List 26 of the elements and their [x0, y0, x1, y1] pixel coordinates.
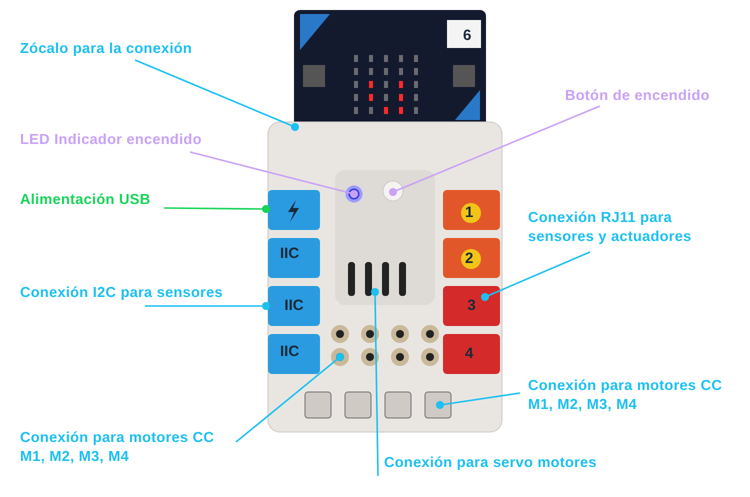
port-button: IIC	[268, 286, 320, 326]
port-number: IIC	[280, 246, 300, 262]
leader-line	[164, 205, 270, 213]
callout-text: Conexión para motores CC M1, M2, M3, M4	[20, 429, 235, 467]
callout-text: Conexión I2C para sensores	[20, 284, 245, 303]
leader-line	[190, 151, 358, 198]
leader-line	[436, 392, 520, 409]
callout-text: Alimentación USB	[20, 191, 160, 210]
callout-text: LED Indicador encendido	[20, 131, 220, 150]
port-button: 3	[443, 286, 500, 326]
port-number: 2	[465, 251, 474, 267]
callout-text: Conexión para motores CC M1, M2, M3, M4	[528, 377, 738, 415]
board-number: 6	[463, 28, 472, 44]
callout-text: Conexión para servo motores	[384, 454, 614, 473]
port-number: 4	[465, 346, 474, 362]
leader-line	[389, 105, 600, 196]
leader-line	[236, 353, 344, 443]
leader-line	[134, 59, 299, 131]
port-label: IIC	[280, 344, 300, 360]
callout-text: Zócalo para la conexión	[20, 40, 300, 59]
callout-text: Botón de encendido	[565, 87, 725, 106]
leader-line	[145, 302, 270, 310]
leader-line	[481, 251, 590, 301]
leader-line	[371, 288, 379, 476]
port-number: 1	[465, 205, 474, 221]
callout-text: Conexión RJ11 para sensores y actuadores	[528, 209, 713, 247]
